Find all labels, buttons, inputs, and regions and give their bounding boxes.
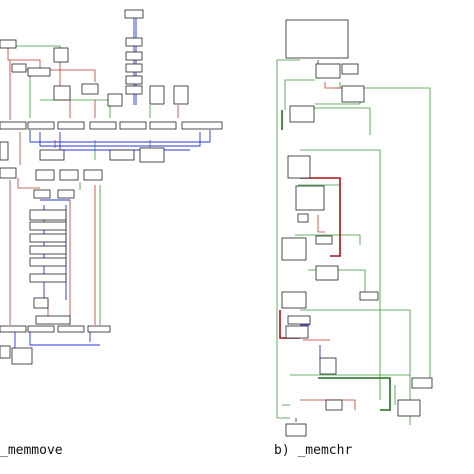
basic-block-8: [125, 37, 143, 47]
caption-memchr: b) _memchr: [274, 443, 353, 458]
basic-block-1: [53, 47, 69, 63]
memchr-graph: [276, 19, 433, 437]
cfg-edge-33: [284, 79, 315, 110]
basic-block-17: [57, 121, 85, 130]
basic-block-55: [281, 237, 307, 261]
basic-block-41: [27, 325, 55, 333]
basic-block-44: [0, 345, 11, 359]
basic-block-48: [341, 63, 359, 75]
caption-memmove: _memmove: [0, 443, 63, 458]
cfg-edge-47: [318, 377, 391, 411]
basic-block-21: [181, 121, 223, 130]
basic-block-46: [285, 19, 349, 59]
basic-block-56: [315, 265, 339, 281]
basic-block-61: [319, 357, 337, 375]
basic-block-26: [0, 167, 17, 179]
basic-block-64: [397, 399, 421, 417]
basic-block-42: [57, 325, 85, 333]
basic-block-52: [295, 185, 325, 211]
cfg-edge-29: [29, 330, 100, 346]
memmove-graph: [0, 9, 223, 365]
basic-block-37: [29, 273, 67, 283]
basic-block-31: [57, 189, 75, 199]
basic-block-45: [11, 347, 33, 365]
basic-block-62: [411, 377, 433, 389]
cfg-edge-42: [300, 309, 411, 425]
basic-block-39: [35, 315, 71, 325]
basic-block-20: [149, 121, 177, 130]
basic-block-30: [33, 189, 51, 199]
basic-block-10: [125, 63, 143, 73]
basic-block-32: [29, 209, 67, 221]
cfg-edge-50: [317, 215, 325, 233]
basic-block-36: [29, 257, 67, 267]
basic-block-22: [0, 141, 9, 161]
basic-block-11: [125, 75, 143, 85]
basic-block-5: [81, 83, 99, 95]
basic-block-29: [83, 169, 103, 181]
basic-block-23: [39, 149, 65, 161]
basic-block-12: [125, 85, 143, 95]
basic-block-16: [27, 121, 55, 130]
basic-block-50: [289, 105, 315, 123]
basic-block-4: [53, 85, 71, 101]
basic-block-40: [0, 325, 27, 333]
basic-block-63: [325, 399, 343, 411]
basic-block-33: [29, 221, 67, 231]
basic-block-34: [29, 233, 67, 243]
cfg-edge-45: [333, 87, 431, 378]
cfg-edge-40: [295, 234, 361, 245]
basic-block-27: [35, 169, 55, 181]
basic-block-7: [124, 9, 144, 19]
basic-block-19: [119, 121, 147, 130]
basic-block-35: [29, 245, 67, 255]
basic-block-38: [33, 297, 49, 309]
basic-block-15: [0, 121, 27, 130]
cfg-edge-52: [300, 399, 356, 410]
basic-block-60: [285, 325, 309, 339]
basic-block-65: [285, 423, 307, 437]
basic-block-51: [287, 155, 311, 179]
basic-block-3: [27, 67, 51, 77]
basic-block-14: [173, 85, 189, 105]
cfg-edge-14: [17, 178, 40, 189]
cfg-edge-23: [29, 130, 211, 143]
basic-block-43: [87, 325, 111, 333]
cfg-edge-49: [324, 82, 345, 89]
basic-block-54: [315, 235, 333, 245]
basic-block-49: [341, 85, 365, 103]
cfg-edge-35: [305, 107, 371, 135]
basic-block-13: [149, 85, 165, 105]
cfg-edge-25: [59, 132, 190, 151]
basic-block-9: [125, 51, 143, 61]
basic-block-28: [59, 169, 79, 181]
basic-block-24: [109, 149, 135, 161]
cfg-edge-24: [39, 132, 201, 147]
cfg-edge-38: [300, 149, 381, 400]
basic-block-59: [287, 315, 311, 325]
basic-block-47: [315, 63, 341, 79]
basic-block-18: [89, 121, 117, 130]
basic-block-0: [0, 39, 17, 49]
basic-block-58: [359, 291, 379, 301]
cfg-edge-6: [40, 99, 111, 118]
cfg-edge-53: [300, 177, 341, 257]
basic-block-57: [281, 291, 307, 309]
basic-block-2: [11, 63, 27, 73]
basic-block-25: [139, 147, 165, 163]
basic-block-6: [107, 93, 123, 107]
basic-block-53: [297, 213, 309, 223]
cfg-edge-0: [7, 40, 41, 75]
cfg-edge-32: [276, 59, 300, 419]
cfg-edge-1: [16, 45, 61, 58]
